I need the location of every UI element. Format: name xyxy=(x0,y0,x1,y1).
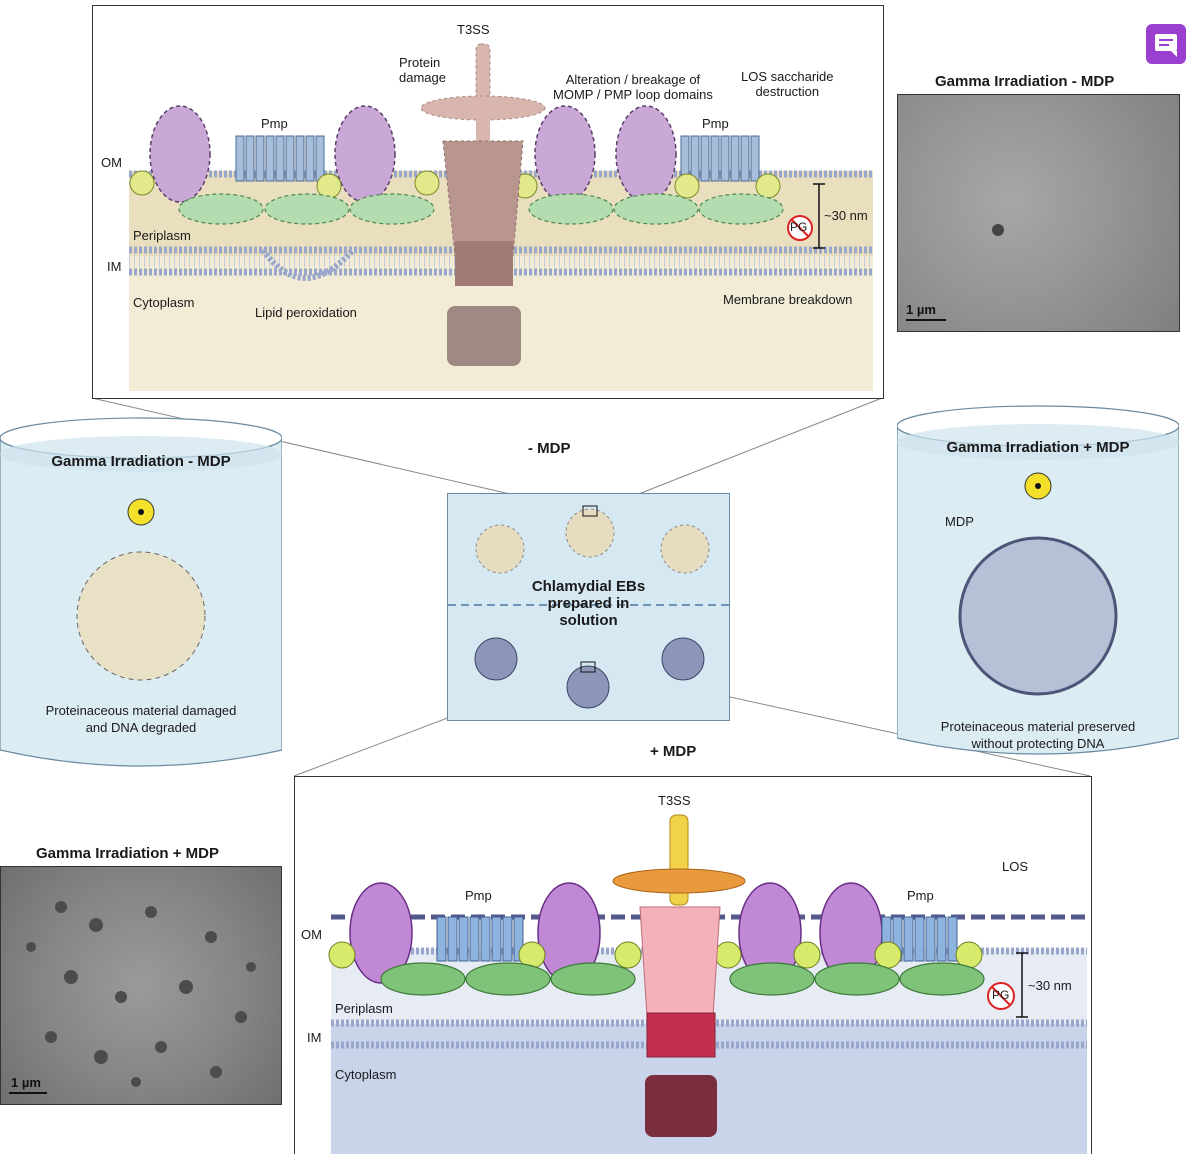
em-image-minus-mdp: 1 µm xyxy=(897,94,1180,332)
lipid-peroxidation-label: Lipid peroxidation xyxy=(255,305,357,320)
pmp-right-label: Pmp xyxy=(702,116,729,131)
bottom-membrane-panel: T3SS LOS Pmp Pmp OM IM Periplasm Cytopla… xyxy=(294,776,1092,1154)
left-cylinder-title: Gamma Irradiation - MDP xyxy=(51,453,231,470)
om-label: OM xyxy=(301,927,322,942)
pmp-left-label: Pmp xyxy=(261,116,288,131)
los-label: LOS xyxy=(1002,859,1029,874)
t3ss-intact xyxy=(612,814,746,1137)
momp-barrels xyxy=(149,105,677,203)
pg-label: PG xyxy=(790,220,808,234)
em-top-title: Gamma Irradiation - MDP xyxy=(935,73,1115,90)
periplasm-label: Periplasm xyxy=(335,1001,393,1016)
chat-icon xyxy=(1155,34,1177,57)
chat-button[interactable] xyxy=(1146,24,1186,64)
mdp-label: MDP xyxy=(945,514,974,529)
left-cylinder: Gamma Irradiation - MDP Proteinaceous ma… xyxy=(0,410,282,772)
membrane-breakdown-label: Membrane breakdown xyxy=(723,292,853,307)
t3ss-label: T3SS xyxy=(658,793,691,808)
im-label: IM xyxy=(107,259,122,274)
scale-bar-label: 1 µm xyxy=(11,1075,41,1090)
t3ss-label: T3SS xyxy=(457,22,490,37)
periplasm-label: Periplasm xyxy=(133,228,191,243)
om-label: OM xyxy=(101,155,122,170)
scale-bar-label: 1 µm xyxy=(906,302,936,317)
pg-label: PG xyxy=(992,988,1010,1002)
minus-mdp-label: - MDP xyxy=(528,440,571,457)
em-bottom-title: Gamma Irradiation + MDP xyxy=(36,845,219,862)
thickness-label: ~30 nm xyxy=(1028,978,1072,993)
im-label: IM xyxy=(307,1030,322,1045)
pmp-left-label: Pmp xyxy=(465,888,492,903)
cytoplasm-label: Cytoplasm xyxy=(335,1067,397,1082)
right-cylinder: Gamma Irradiation + MDP MDP Proteinaceou… xyxy=(897,398,1179,760)
right-cylinder-title: Gamma Irradiation + MDP xyxy=(946,439,1130,456)
thickness-label: ~30 nm xyxy=(824,208,868,223)
pmp-right-label: Pmp xyxy=(907,888,934,903)
em-image-plus-mdp: 1 µm xyxy=(0,866,282,1105)
t3ss-damaged xyxy=(420,43,546,366)
plus-mdp-label: + MDP xyxy=(650,743,697,760)
cytoplasm-label: Cytoplasm xyxy=(133,295,195,310)
